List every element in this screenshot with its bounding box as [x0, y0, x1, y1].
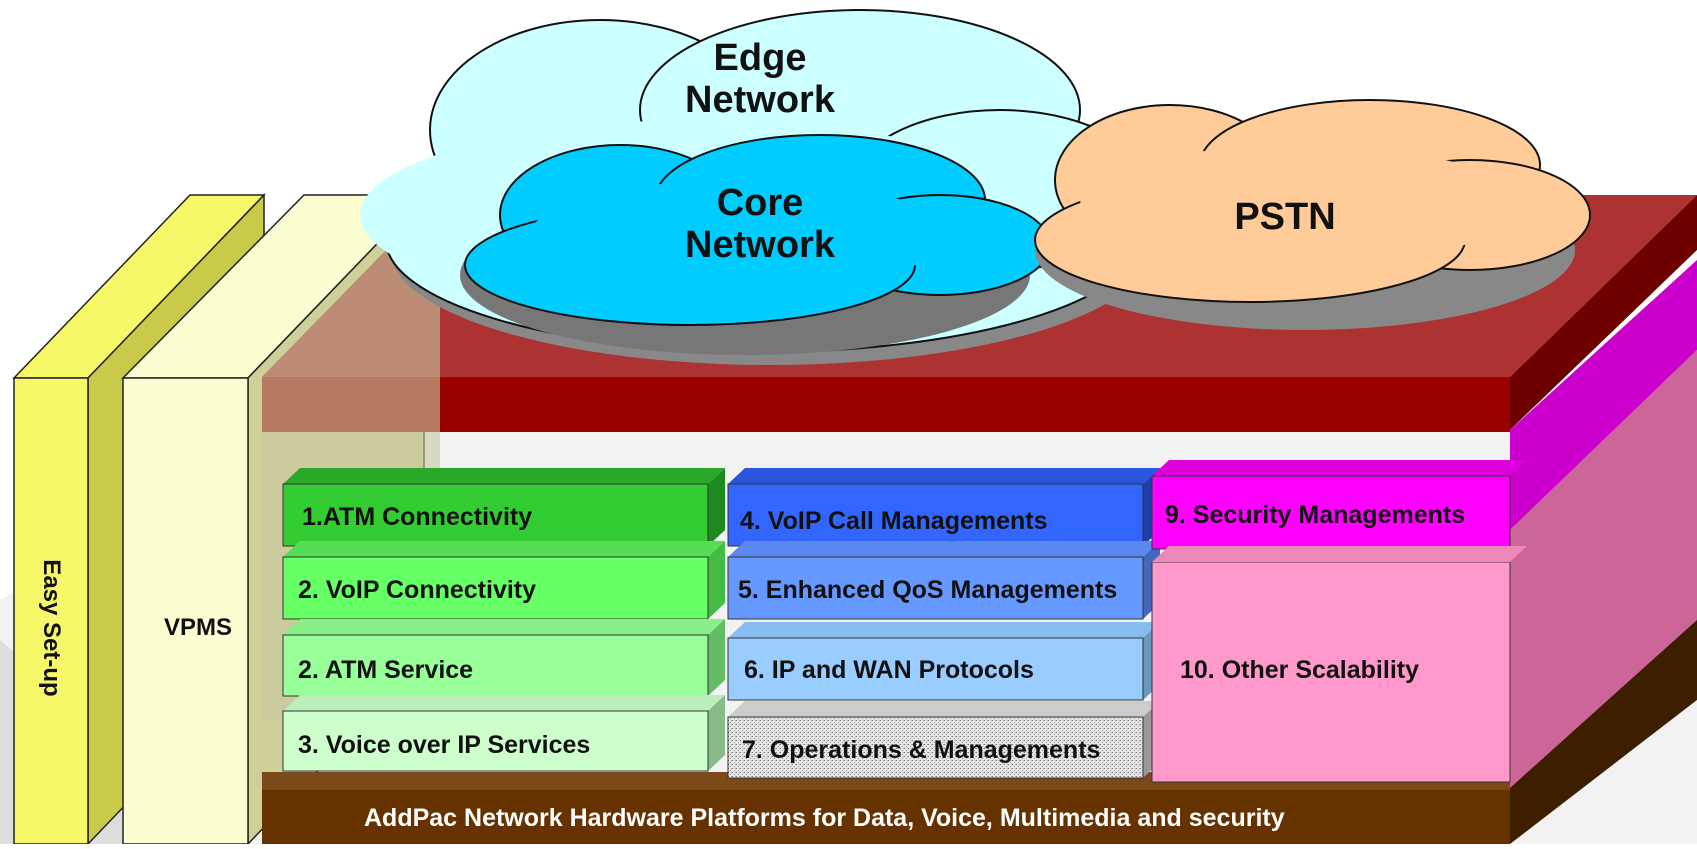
module-atm-connectivity: 1.ATM Connectivity — [302, 503, 533, 531]
module-atm-service: 2. ATM Service — [298, 656, 474, 684]
easy-setup-label: Easy Set-up — [38, 559, 65, 697]
base-platform-label: AddPac Network Hardware Platforms for Da… — [364, 804, 1285, 832]
module-other-scalability: 10. Other Scalability — [1180, 656, 1419, 684]
core-line1: Core — [716, 182, 804, 224]
edge-line1: Edge — [713, 37, 807, 79]
pstn-label: PSTN — [1234, 196, 1336, 238]
green-column — [282, 468, 725, 772]
edge-line2: Network — [685, 78, 835, 121]
pink-side — [1510, 350, 1697, 840]
module-voice-over-ip-services: 3. Voice over IP Services — [298, 731, 591, 759]
module-ip-wan-protocols: 6. IP and WAN Protocols — [744, 656, 1034, 684]
module-operations-managements: 7. Operations & Managements — [742, 736, 1101, 764]
base-slab — [262, 620, 1697, 844]
edge-network-label: Edge Network — [640, 37, 880, 122]
module-security-managements: 9. Security Managements — [1165, 501, 1466, 529]
core-network-cloud — [460, 134, 1051, 355]
core-line2: Network — [685, 223, 835, 266]
magenta-side — [1510, 260, 1697, 530]
right-column — [1151, 460, 1527, 783]
pstn-cloud — [1034, 99, 1591, 330]
core-network-label: Core Network — [640, 182, 880, 267]
module-voip-connectivity: 2. VoIP Connectivity — [298, 576, 537, 604]
module-enhanced-qos-managements: 5. Enhanced QoS Managements — [738, 576, 1118, 604]
module-voip-call-managements: 4. VoIP Call Managements — [740, 507, 1048, 535]
vpms-label: VPMS — [164, 614, 233, 641]
blue-column — [727, 468, 1160, 779]
